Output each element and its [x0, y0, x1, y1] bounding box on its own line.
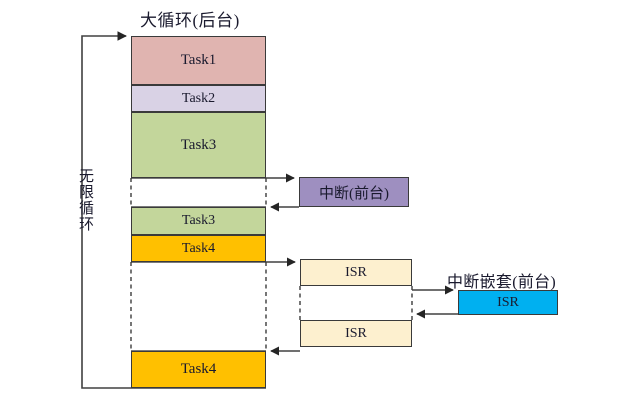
loop-back-connector — [81, 31, 266, 389]
block-label: ISR — [497, 294, 519, 310]
block-isr-second: ISR — [300, 320, 412, 347]
block-isr-first: ISR — [300, 259, 412, 286]
block-label: Task4 — [180, 361, 217, 377]
dashed-guides — [130, 178, 413, 352]
block-label: ISR — [345, 325, 367, 341]
infinite-loop-label: 无限循环 — [77, 168, 93, 232]
block-label: Task4 — [181, 240, 216, 256]
column-gap-rules — [131, 177, 266, 352]
block-label: ISR — [345, 264, 367, 280]
block-task2: Task2 — [131, 85, 266, 112]
block-label: Task1 — [180, 52, 217, 68]
block-task3-upper: Task3 — [131, 112, 266, 178]
block-label: 中断(前台) — [319, 185, 389, 202]
block-isr-nested: ISR — [458, 290, 558, 315]
block-task3-lower: Task3 — [131, 207, 266, 235]
block-label: Task3 — [180, 136, 217, 153]
block-interrupt: 中断(前台) — [299, 177, 409, 207]
block-task4-upper: Task4 — [131, 235, 266, 262]
main-column-title: 大循环(后台) — [140, 11, 240, 30]
block-task4-lower: Task4 — [131, 351, 266, 388]
block-label: Task2 — [181, 90, 216, 106]
block-task1: Task1 — [131, 36, 266, 85]
nested-interrupt-title: 中断嵌套(前台) — [447, 274, 557, 291]
block-label: Task3 — [181, 213, 216, 228]
